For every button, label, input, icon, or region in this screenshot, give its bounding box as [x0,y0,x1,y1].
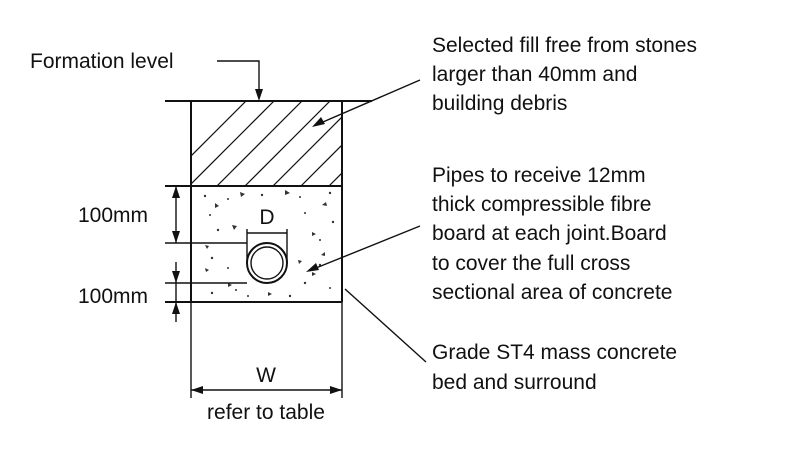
pipes-note-line-1: Pipes to receive 12mm [432,164,646,187]
fill-note: Selected fill free from stones larger th… [432,34,703,115]
pipe-outer-wall [246,242,288,284]
width-label: W [256,364,276,387]
width-note: refer to table [207,401,325,424]
bed-arrow-down [172,271,180,283]
bed-arrow-up [172,302,180,314]
concrete-aggregate-texture [203,190,335,298]
fill-note-line-2: larger than 40mm and [432,63,637,86]
width-arrow-right [330,386,342,394]
fill-note-line-1: Selected fill free from stones [432,34,697,57]
fill-note-arrow [312,117,325,127]
fill-note-leader [315,79,421,126]
formation-level-label: Formation level [30,50,174,73]
pipes-note-line-3: board at each joint.Board [432,222,667,245]
grade-note-line-2: bed and surround [432,371,597,394]
pipes-note-leader [310,225,421,271]
fill-note-line-3: building debris [432,92,567,115]
width-arrow-left [191,386,203,394]
top-cover-arrow-up [172,186,180,198]
pipes-note-line-2: thick compressible fibre [432,193,651,216]
top-cover-dimension-label: 100mm [78,204,148,227]
pipes-note-line-4: to cover the full cross [432,252,630,275]
grade-note-line-1: Grade ST4 mass concrete [432,341,677,364]
formation-level-leader [217,60,260,93]
grade-note-leader [344,288,427,363]
pipes-note: Pipes to receive 12mm thick compressible… [432,164,673,304]
grade-note: Grade ST4 mass concrete bed and surround [432,341,683,394]
selected-fill-hatch [191,101,342,186]
bed-dimension-label: 100mm [78,285,148,308]
top-cover-arrow-down [172,231,180,243]
formation-level-arrow [255,89,263,101]
pipe-inner-wall [250,246,284,280]
pipes-note-line-5: sectional area of concrete [432,281,672,304]
pipes-note-arrow [306,263,319,272]
pipe-diameter-label: D [259,206,274,229]
